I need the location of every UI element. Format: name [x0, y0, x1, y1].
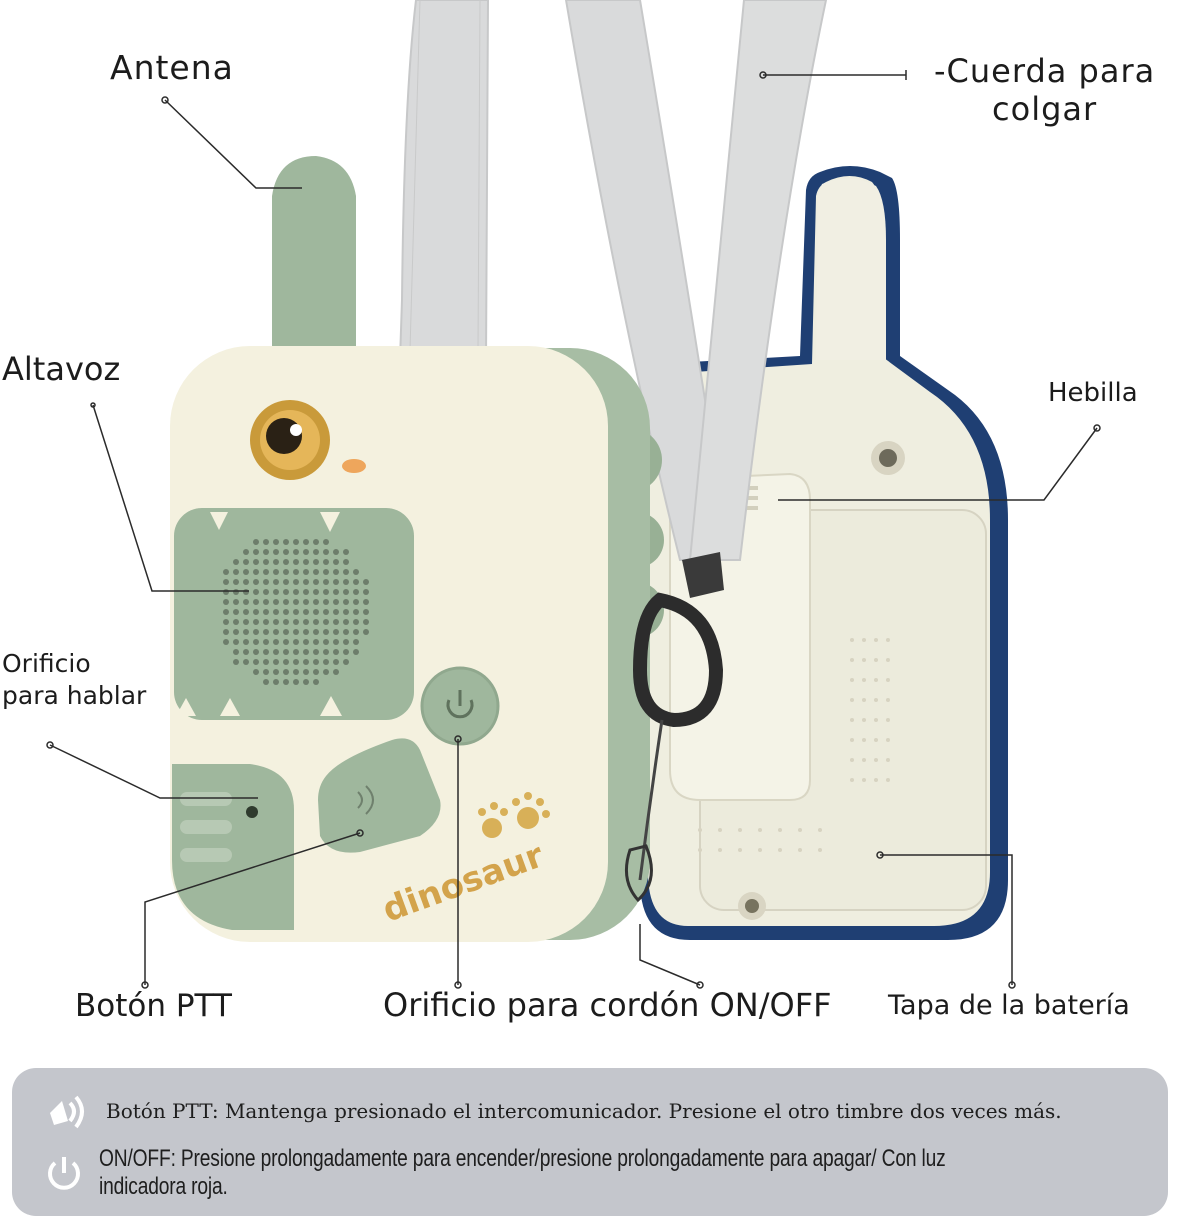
- ptt-button[interactable]: [318, 738, 441, 853]
- info-ptt-text: Botón PTT: Mantenga presionado el interc…: [106, 1099, 1062, 1123]
- label-cuerda-para-colgar: -Cuerda para colgar: [934, 52, 1155, 128]
- label-cuerda-line-2: colgar: [992, 90, 1098, 128]
- label-orificio-line-2: para hablar: [2, 681, 147, 710]
- label-tapa-bateria: Tapa de la batería: [888, 990, 1130, 1021]
- grip-dots: [698, 638, 890, 852]
- info-box: Botón PTT: Mantenga presionado el interc…: [12, 1068, 1168, 1216]
- info-onoff-text: ON/OFF: Presione prolongadamente para en…: [98, 1145, 946, 1200]
- label-antena: Antena: [110, 48, 234, 87]
- label-orificio-para-hablar: Orificio para hablar: [2, 648, 146, 712]
- paw-prints: [478, 792, 550, 838]
- label-orificio-cordon-onoff: Orificio para cordón ON/OFF: [383, 986, 832, 1024]
- antenna: [272, 156, 356, 370]
- info-row-onoff: ON/OFF: Presione prolongadamente para en…: [12, 1145, 1168, 1200]
- speaker-grille: [223, 539, 369, 685]
- label-altavoz: Altavoz: [2, 350, 121, 388]
- power-icon: [40, 1151, 89, 1195]
- label-hebilla: Hebilla: [1048, 378, 1138, 408]
- speaker-wave-icon: [40, 1089, 96, 1133]
- lanyard-strap: [398, 0, 828, 561]
- callout-lines: [46, 70, 1101, 989]
- front-unit: dinosaur: [170, 156, 724, 942]
- label-boton-ptt: Botón PTT: [75, 988, 232, 1024]
- label-cuerda-line-1: -Cuerda para: [934, 52, 1156, 90]
- label-orificio-line-1: Orificio: [2, 649, 91, 678]
- info-row-ptt: Botón PTT: Mantenga presionado el interc…: [12, 1086, 1168, 1136]
